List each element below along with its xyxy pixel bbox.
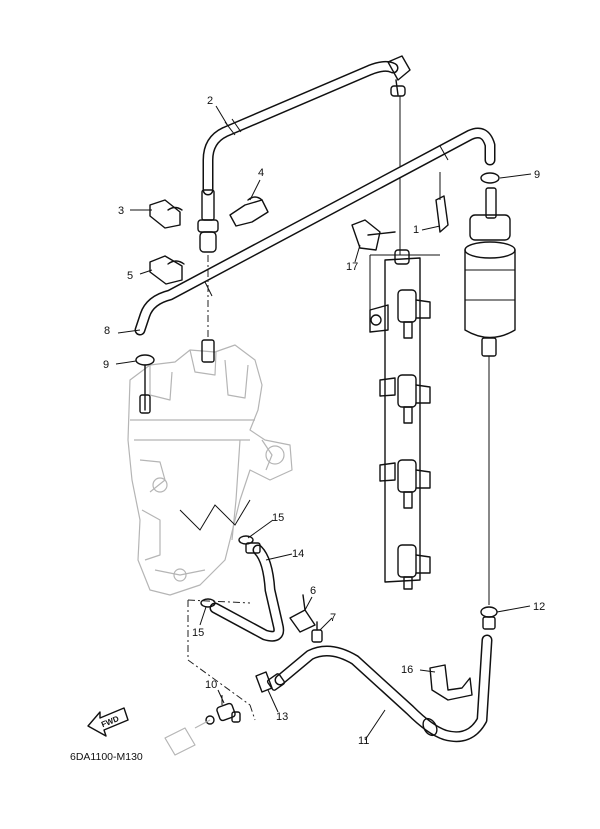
bolt-7	[311, 621, 323, 643]
callout-17: 17	[346, 261, 358, 273]
hose-clamp-15-lower	[200, 598, 216, 608]
zigzag-break	[179, 499, 251, 531]
callout-15-lower: 15	[192, 627, 204, 639]
hose-clamp-3	[149, 199, 183, 229]
fuel-hose-11	[266, 634, 493, 743]
fuel-pump	[464, 187, 516, 605]
callout-4: 4	[258, 167, 264, 179]
hose-clamp-15-upper	[238, 535, 254, 545]
hose-clamp-9-left	[135, 354, 155, 414]
callout-16: 16	[401, 664, 413, 676]
callout-9-left: 9	[103, 359, 109, 371]
hose-clamp-12	[480, 606, 498, 630]
callout-11: 11	[358, 735, 369, 747]
callout-3: 3	[118, 205, 124, 217]
group-bracket-lines	[187, 599, 256, 721]
clamp-13	[255, 671, 273, 693]
callout-1: 1	[413, 224, 419, 236]
injector	[397, 459, 431, 509]
hose-clamp-9-right	[480, 172, 500, 184]
hose-clamp-16	[429, 664, 473, 701]
breather-hose	[202, 55, 411, 255]
joint-10	[205, 695, 241, 725]
callout-13: 13	[276, 711, 288, 723]
injector	[397, 289, 431, 339]
callout-12: 12	[533, 601, 545, 613]
callout-15-upper: 15	[272, 512, 284, 524]
diagram-code: 6DA1100-M130	[70, 751, 143, 763]
callout-10: 10	[205, 679, 217, 691]
engine-block-outline	[127, 344, 293, 596]
hose-clamp-4	[229, 196, 269, 227]
callout-numbers: 2 3 4 5 8 9 1 17 9 12 16 11 13 10 7 6 14…	[103, 95, 545, 747]
callout-14: 14	[292, 548, 304, 560]
hose-connector	[197, 189, 219, 363]
clamp-bracket-17	[351, 219, 396, 251]
clip-1	[435, 172, 449, 233]
callout-5: 5	[127, 270, 133, 282]
callout-7: 7	[330, 612, 336, 624]
fuel-hose-14	[209, 542, 285, 642]
leader-lines	[115, 105, 532, 741]
injector	[397, 544, 431, 590]
fuel-rail	[369, 249, 440, 590]
callout-2: 2	[207, 95, 213, 107]
fuel-supply-hose	[134, 127, 496, 336]
callout-6: 6	[310, 585, 316, 597]
fwd-arrow: FWD	[87, 707, 129, 737]
callout-8: 8	[104, 325, 110, 337]
hose-clamp-5	[149, 255, 185, 285]
bracket-6	[289, 594, 316, 633]
injector	[397, 374, 431, 424]
callout-9-right: 9	[534, 169, 540, 181]
ghost-hose-lower-left	[164, 719, 211, 756]
